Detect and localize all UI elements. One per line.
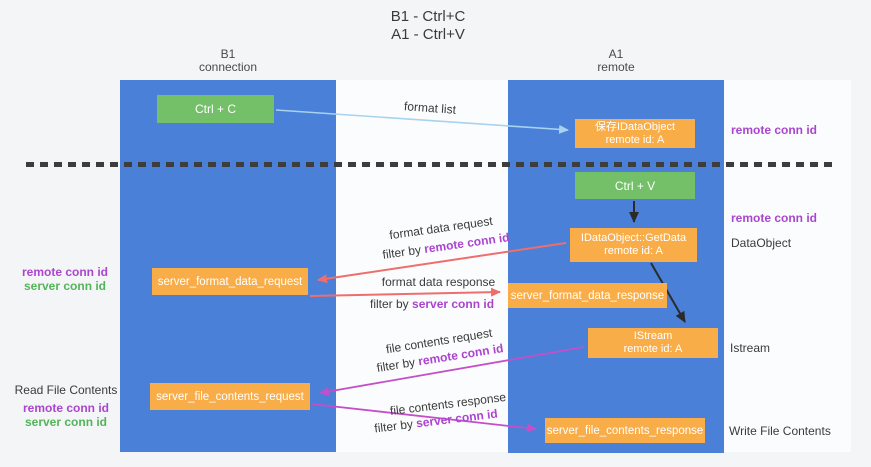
box-istream-line2: remote id: A [623, 343, 683, 355]
box-istream-line1: IStream [633, 330, 673, 342]
left-labels-format-ids: remote conn id server conn id [15, 265, 115, 293]
right-label-dataobject: DataObject [731, 236, 792, 250]
box-save-idataobject-line2: remote id: A [605, 133, 665, 146]
box-idataobject-getdata-line2: remote id: A [604, 245, 663, 257]
column-header-b1: B1 connection [120, 48, 336, 74]
box-ctrl-c-label: Ctrl + C [194, 102, 236, 116]
box-ctrl-c: Ctrl + C [157, 95, 274, 123]
box-server-format-data-request-label: server_format_data_request [157, 275, 303, 288]
title-line-2: A1 - Ctrl+V [391, 26, 465, 43]
box-save-idataobject: 保存IDataObject remote id: A [575, 119, 695, 148]
label-filter-by-server-conn-id: filter by server conn id [370, 297, 494, 311]
box-server-file-contents-response-label: server_file_contents_response [546, 424, 704, 437]
box-server-format-data-response: server_format_data_response [508, 283, 667, 308]
box-save-idataobject-line1: 保存IDataObject [594, 120, 676, 133]
title-line-1: B1 - Ctrl+C [390, 8, 466, 25]
box-server-file-contents-request-label: server_file_contents_request [156, 390, 304, 403]
right-label-istream: Istream [730, 341, 771, 355]
phase-divider-dashed-line [26, 162, 838, 167]
server-conn-id-text: server conn id [412, 297, 495, 311]
page-title: B1 - Ctrl+C A1 - Ctrl+V [0, 8, 856, 44]
read-file-contents-label: Read File Contents [14, 383, 118, 397]
server-conn-id-label: server conn id [23, 279, 107, 293]
box-ctrl-v-label: Ctrl + V [614, 178, 656, 193]
box-idataobject-getdata: IDataObject::GetData remote id: A [570, 228, 697, 262]
label-format-data-response: format data response [381, 275, 496, 289]
box-server-format-data-request: server_format_data_request [152, 268, 308, 295]
box-ctrl-v: Ctrl + V [575, 172, 695, 199]
box-server-format-data-response-label: server_format_data_response [510, 289, 665, 302]
column-role-connection: connection [198, 60, 258, 74]
column-role-remote: remote [597, 60, 635, 74]
left-labels-file-ids: Read File Contents remote conn id server… [8, 383, 124, 429]
server-conn-id-label: server conn id [24, 415, 108, 429]
box-istream: IStream remote id: A [588, 328, 718, 358]
right-label-remote-conn-id-2: remote conn id [731, 211, 818, 225]
box-idataobject-getdata-line1: IDataObject::GetData [580, 232, 687, 244]
box-server-file-contents-response: server_file_contents_response [545, 418, 705, 443]
box-server-file-contents-request: server_file_contents_request [150, 383, 310, 410]
remote-conn-id-label: remote conn id [22, 401, 109, 415]
column-header-a1: A1 remote [508, 48, 724, 74]
right-label-write-file-contents: Write File Contents [729, 424, 831, 438]
right-label-remote-conn-id-1: remote conn id [731, 123, 818, 137]
filter-by-text: filter by [370, 297, 413, 311]
column-name-b1: B1 [220, 47, 236, 61]
column-name-a1: A1 [608, 47, 624, 61]
remote-conn-id-label: remote conn id [21, 265, 108, 279]
